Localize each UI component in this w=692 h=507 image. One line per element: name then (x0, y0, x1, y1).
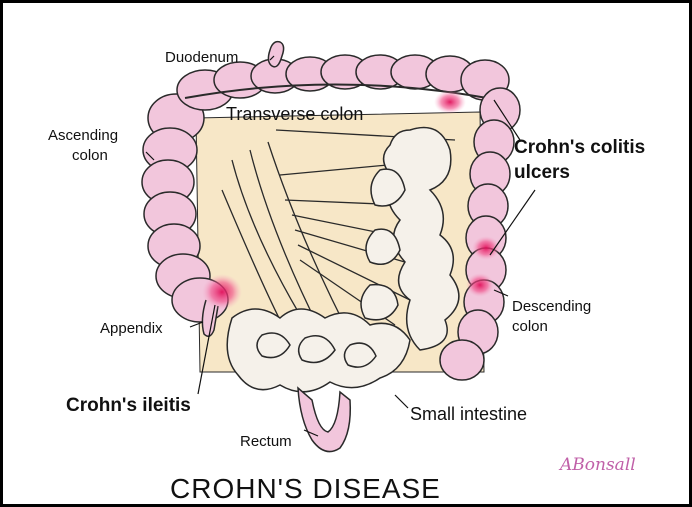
label-crohns-colitis-line1: Crohn's colitis (514, 137, 645, 158)
colitis-ulcer-middle (472, 236, 500, 260)
colitis-ulcer-lower (466, 273, 494, 297)
label-descending-colon-line1: Descending (512, 298, 591, 315)
label-crohns-colitis-line2: ulcers (514, 162, 570, 183)
label-ascending-colon-line2: colon (72, 147, 108, 164)
diagram-title: CROHN'S DISEASE (170, 473, 441, 504)
label-appendix: Appendix (100, 320, 163, 337)
label-small-intestine: Small intestine (410, 404, 527, 424)
ileitis-inflammation (202, 274, 242, 310)
label-ascending-colon-line1: Ascending (48, 127, 118, 144)
artist-signature: ABonsall (558, 455, 636, 475)
label-duodenum: Duodenum (165, 49, 238, 66)
colitis-ulcer-upper (434, 90, 466, 114)
label-descending-colon-line2: colon (512, 318, 548, 335)
label-transverse-colon: Transverse colon (226, 104, 363, 124)
label-crohns-ileitis: Crohn's ileitis (66, 395, 191, 416)
label-rectum: Rectum (240, 433, 292, 450)
